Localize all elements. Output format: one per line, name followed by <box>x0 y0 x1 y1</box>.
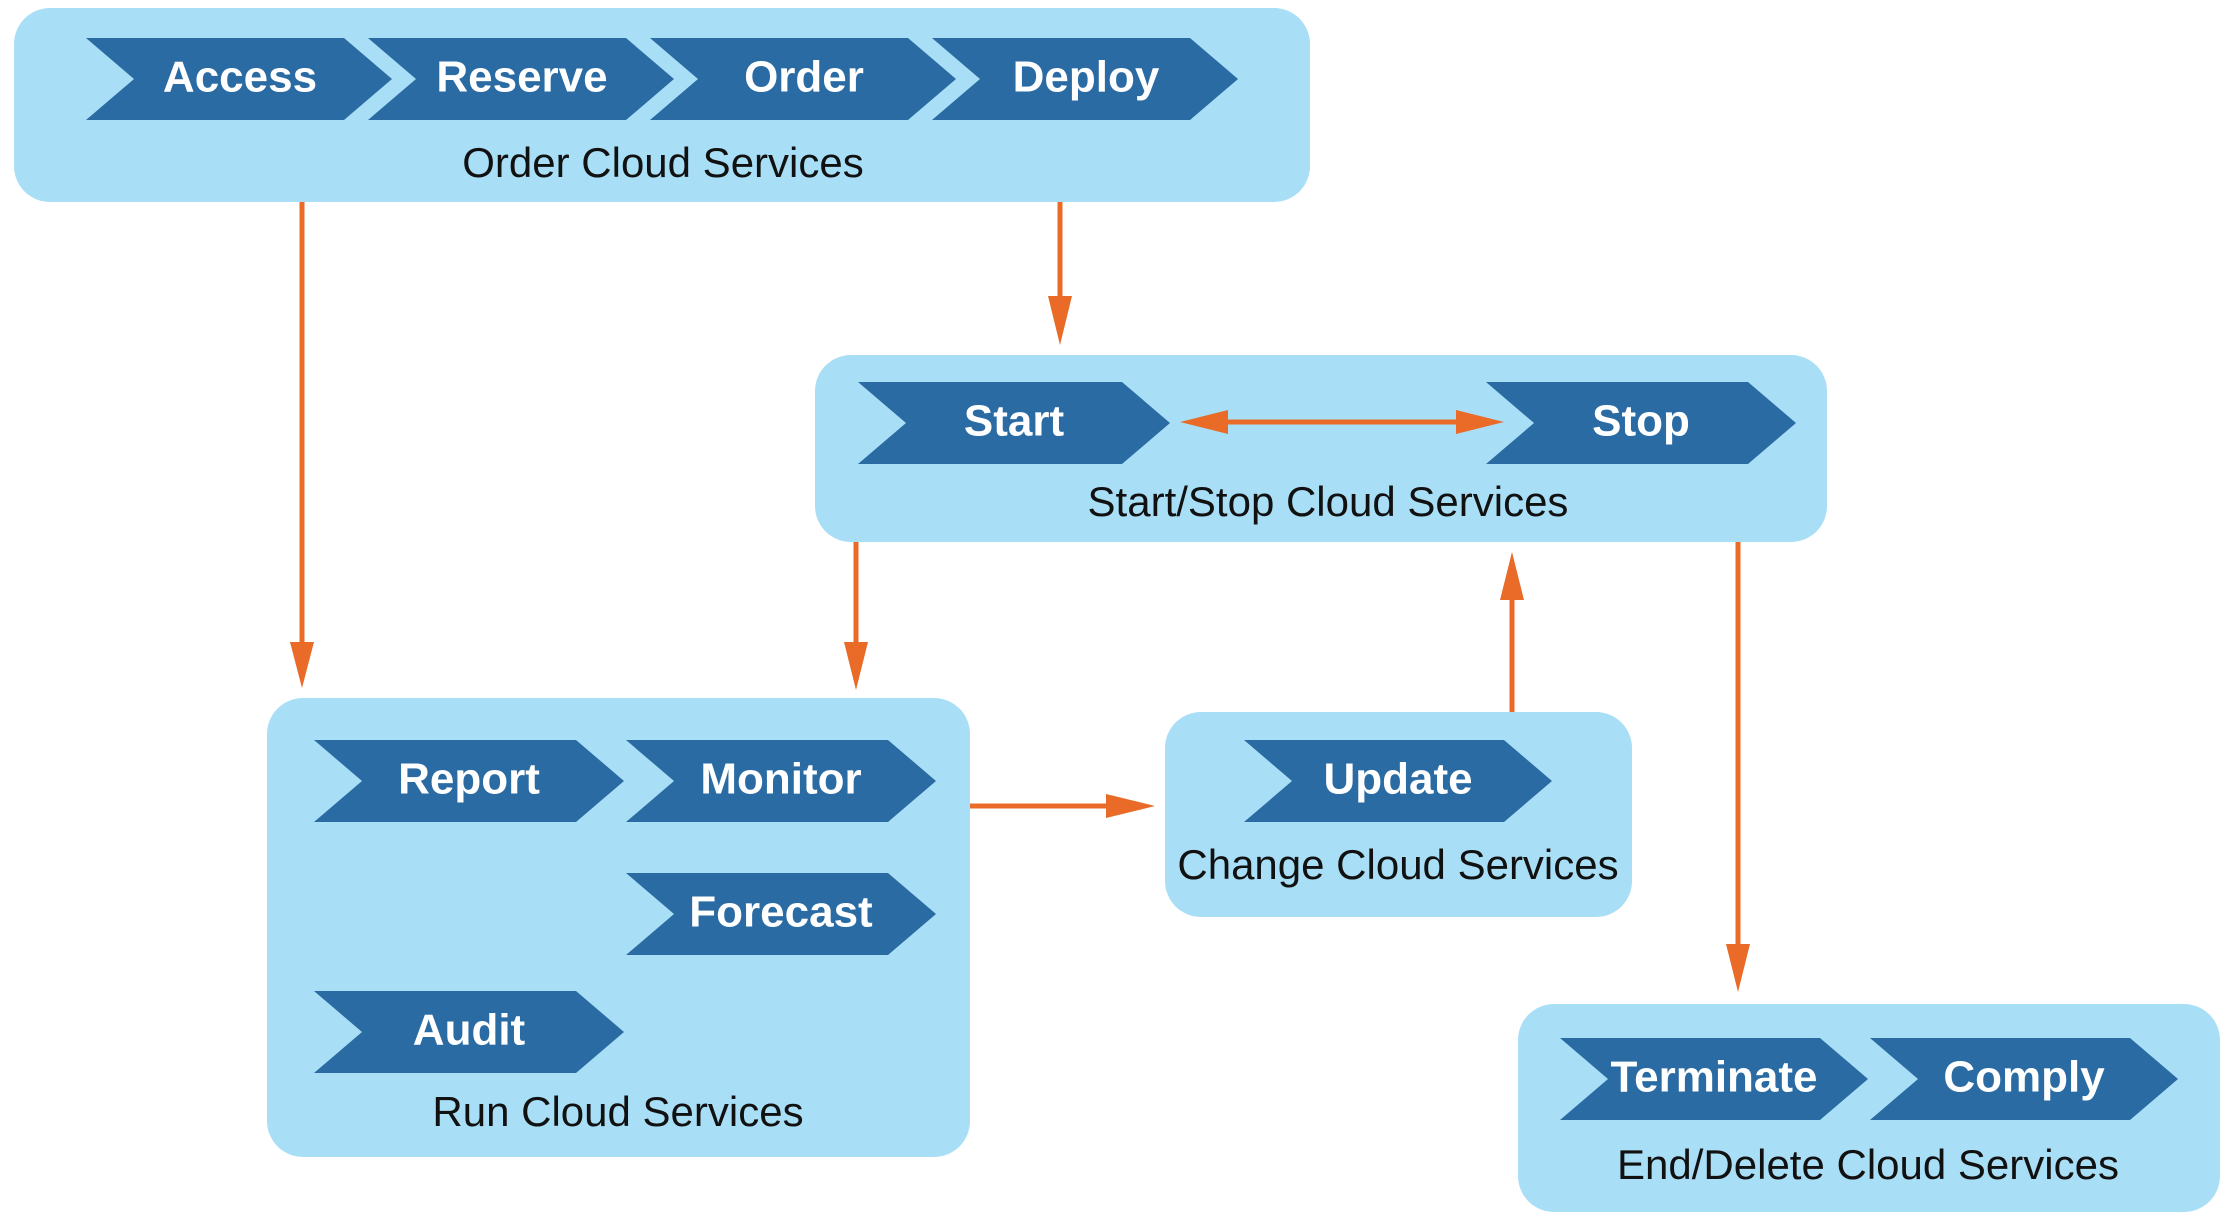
step-reserve-label: Reserve <box>436 53 607 102</box>
arrow-order-to-start-stop <box>1048 202 1072 345</box>
arrow-run-to-change <box>970 794 1155 818</box>
step-deploy: Deploy <box>932 38 1238 120</box>
step-report-label: Report <box>398 755 540 804</box>
step-terminate-label: Terminate <box>1610 1053 1817 1102</box>
step-stop: Stop <box>1486 382 1796 464</box>
group-end-title: End/Delete Cloud Services <box>1617 1141 2119 1188</box>
step-start: Start <box>858 382 1170 464</box>
step-comply: Comply <box>1870 1038 2178 1120</box>
step-audit: Audit <box>314 991 624 1073</box>
step-update-label: Update <box>1323 755 1472 804</box>
step-monitor-label: Monitor <box>700 755 861 804</box>
step-order: Order <box>650 38 956 120</box>
arrow-order-to-run <box>290 202 314 688</box>
arrow-change-to-start-stop <box>1500 552 1524 712</box>
step-forecast: Forecast <box>626 873 936 955</box>
step-access: Access <box>86 38 392 120</box>
step-report: Report <box>314 740 624 822</box>
step-order-label: Order <box>744 53 864 102</box>
arrow-start-stop-to-run <box>844 542 868 690</box>
step-terminate: Terminate <box>1560 1038 1868 1120</box>
step-monitor: Monitor <box>626 740 936 822</box>
step-stop-label: Stop <box>1592 397 1690 446</box>
step-start-label: Start <box>964 397 1065 446</box>
arrow-start-stop-to-end <box>1726 542 1750 992</box>
step-reserve: Reserve <box>368 38 674 120</box>
group-order-title: Order Cloud Services <box>462 139 863 186</box>
group-run-title: Run Cloud Services <box>432 1088 803 1135</box>
step-update: Update <box>1244 740 1552 822</box>
step-comply-label: Comply <box>1943 1053 2105 1102</box>
step-forecast-label: Forecast <box>689 888 873 937</box>
step-access-label: Access <box>163 53 317 102</box>
arrow-start-stop-bidirectional <box>1180 410 1504 434</box>
group-start-stop-title: Start/Stop Cloud Services <box>1088 478 1569 525</box>
step-audit-label: Audit <box>413 1006 526 1055</box>
step-deploy-label: Deploy <box>1013 53 1160 102</box>
group-change-title: Change Cloud Services <box>1177 841 1618 888</box>
